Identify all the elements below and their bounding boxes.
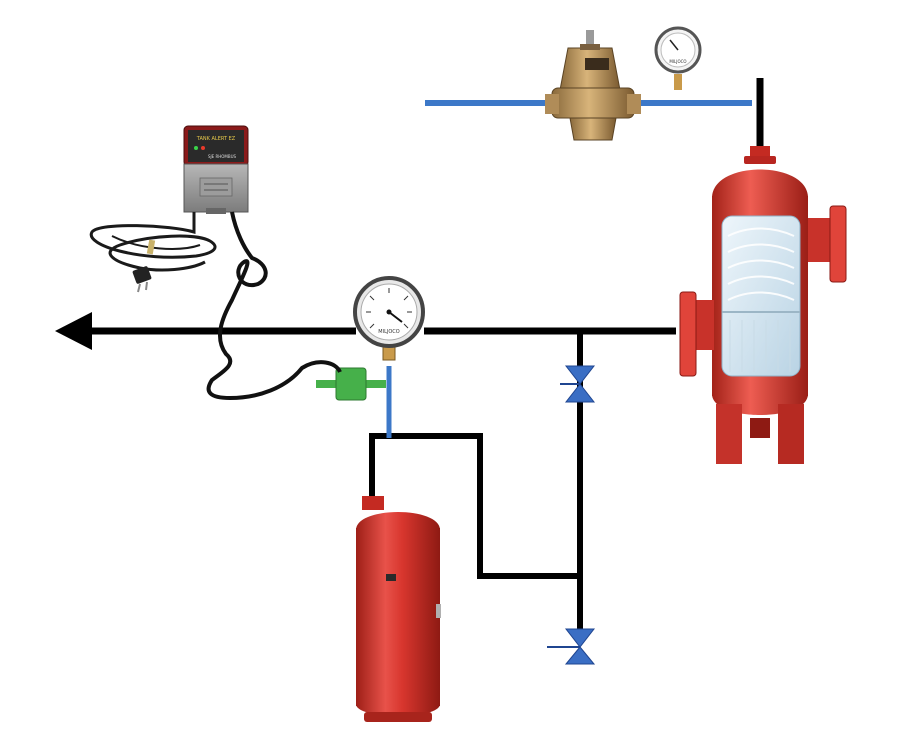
probe-wire [206, 211, 342, 401]
flow-direction-arrow [55, 312, 92, 350]
system-gauge-maker-label: MILJOCO [378, 329, 399, 335]
power-plug-icon [132, 266, 152, 293]
pressure-reducing-valve[interactable] [545, 30, 641, 141]
top-pressure-gauge: MILJOCO [654, 26, 702, 90]
branch-valve-upper[interactable] [560, 365, 596, 403]
controller-brand-label: TANK ALERT EZ [196, 136, 236, 142]
drain-valve-lower[interactable] [547, 628, 596, 665]
power-cord [89, 212, 217, 272]
cord-band [146, 239, 156, 255]
arrow-left-icon [55, 312, 92, 350]
expansion-tank [356, 496, 441, 722]
tank-alert-controller: TANK ALERT EZ SJE RHOMBUS [183, 125, 249, 214]
system-pressure-gauge: MILJOCO [353, 276, 425, 361]
conductivity-probe-icon [335, 367, 367, 401]
controller-maker-label: SJE RHOMBUS [208, 154, 237, 159]
low-water-probe[interactable] [316, 367, 386, 401]
top-gauge-maker-label: MILJOCO [669, 59, 686, 64]
air-dirt-separator [679, 146, 847, 464]
